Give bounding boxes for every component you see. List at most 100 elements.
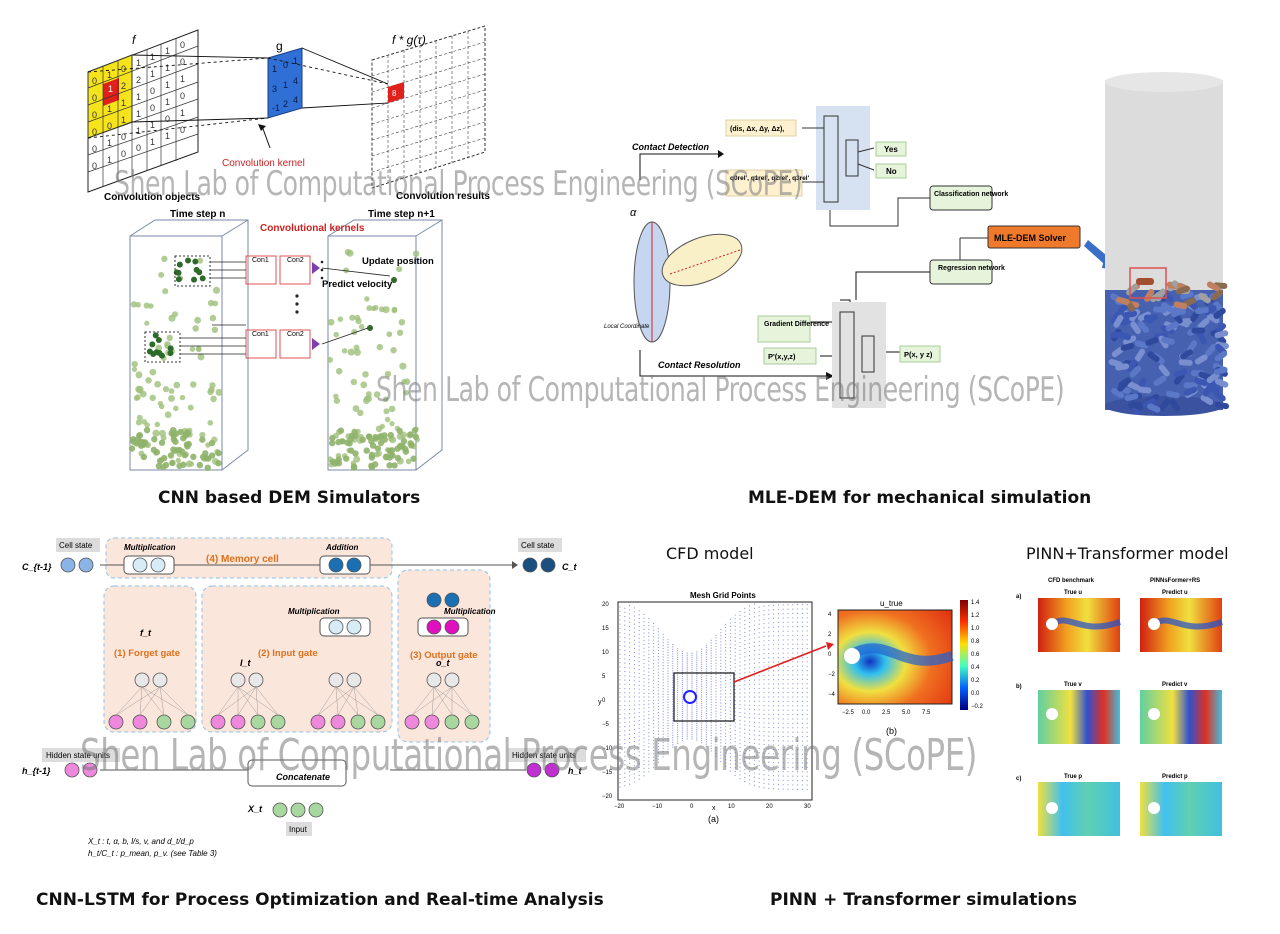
- mesh-point: [739, 680, 741, 683]
- mesh-point: [782, 709, 784, 711]
- mesh-point: [744, 724, 746, 726]
- mesh-point: [758, 777, 760, 779]
- mesh-point: [667, 654, 669, 656]
- particle: [143, 426, 151, 434]
- mesh-point: [638, 625, 640, 628]
- mesh-point: [797, 784, 799, 786]
- mesh-point: [619, 640, 621, 642]
- mesh-point: [696, 690, 698, 692]
- mesh-point: [624, 637, 626, 639]
- mesh-point: [739, 676, 741, 679]
- mesh-point: [734, 744, 736, 747]
- neuron: [544, 762, 560, 778]
- mesh-point: [691, 730, 693, 732]
- particle: [210, 395, 217, 403]
- mesh-point: [653, 662, 655, 665]
- rod-particle: [1191, 327, 1206, 334]
- mesh-point: [619, 662, 621, 664]
- particle: [209, 314, 217, 322]
- mesh-point: [672, 653, 674, 655]
- mesh-point: [797, 731, 799, 733]
- mesh-point: [715, 727, 717, 729]
- mesh-point: [715, 648, 717, 650]
- mesh-point: [763, 635, 765, 638]
- mesh-point: [648, 724, 650, 727]
- mesh-point: [806, 775, 808, 777]
- particle: [335, 460, 343, 467]
- mesh-point: [753, 645, 755, 647]
- rod-particle: [1214, 378, 1229, 388]
- mesh-point: [705, 677, 707, 679]
- mesh-point: [710, 647, 712, 649]
- mesh-point: [763, 765, 765, 767]
- mesh-point: [633, 664, 635, 666]
- mesh-point: [739, 630, 741, 632]
- mesh-point: [801, 775, 803, 777]
- mesh-point: [729, 643, 731, 645]
- mesh-point: [749, 712, 751, 715]
- mesh-point: [787, 705, 789, 707]
- mesh-point: [653, 709, 655, 711]
- particle: [360, 381, 368, 389]
- mesh-point: [686, 664, 688, 666]
- particle-highlight: [167, 345, 174, 352]
- mesh-point: [763, 709, 765, 711]
- rod-particle: [1197, 318, 1210, 330]
- particle: [202, 450, 209, 457]
- colorbar: [960, 600, 968, 710]
- mesh-point: [648, 653, 650, 655]
- caption-pinn: PINN + Transformer simulations: [770, 890, 1078, 910]
- mesh-point: [705, 703, 707, 705]
- mesh-point: [720, 699, 722, 701]
- mesh-point: [681, 669, 683, 671]
- mesh-point: [710, 711, 712, 714]
- mesh-point: [773, 674, 775, 676]
- mesh-point: [792, 604, 794, 606]
- particle: [381, 432, 388, 439]
- mesh-point: [729, 703, 731, 705]
- mesh-point: [758, 713, 760, 715]
- mesh-point: [773, 748, 775, 751]
- mesh-point: [696, 657, 698, 659]
- mesh-point: [705, 663, 707, 665]
- mesh-point: [749, 655, 751, 657]
- mesh-point: [753, 603, 755, 605]
- mesh-point: [681, 733, 683, 735]
- mesh-point: [696, 651, 698, 653]
- mesh-point: [701, 742, 703, 744]
- mesh-point: [768, 622, 770, 624]
- mesh-point: [619, 632, 621, 634]
- mesh-point: [624, 641, 626, 643]
- rod-particle: [1117, 379, 1129, 392]
- mesh-point: [801, 713, 803, 716]
- mesh-point: [657, 705, 659, 707]
- predict-velocity-label: Predict velocity: [322, 279, 393, 290]
- mesh-point: [633, 744, 635, 747]
- mesh-point: [777, 692, 779, 694]
- particle: [382, 306, 390, 314]
- mesh-point: [662, 650, 664, 652]
- mesh-point: [657, 736, 659, 738]
- particle: [341, 348, 348, 354]
- mesh-point: [648, 639, 650, 641]
- mesh-point: [643, 756, 645, 758]
- particle: [188, 461, 195, 467]
- particle: [386, 454, 394, 461]
- mesh-point: [681, 708, 683, 710]
- mesh-point: [686, 682, 688, 684]
- mesh-point: [677, 652, 679, 654]
- mesh-point: [701, 724, 703, 726]
- mesh-point: [672, 689, 674, 691]
- mesh-point: [629, 717, 631, 719]
- mesh-point: [677, 678, 679, 680]
- mesh-point: [720, 702, 722, 704]
- mesh-point: [710, 732, 712, 734]
- mesh-point: [629, 725, 631, 727]
- mesh-point: [782, 731, 784, 733]
- mesh-point: [648, 756, 650, 759]
- mesh-point: [758, 606, 760, 608]
- mesh-point: [806, 643, 808, 645]
- particle: [208, 452, 216, 459]
- mesh-point: [686, 704, 688, 706]
- rod-particle: [1153, 306, 1168, 313]
